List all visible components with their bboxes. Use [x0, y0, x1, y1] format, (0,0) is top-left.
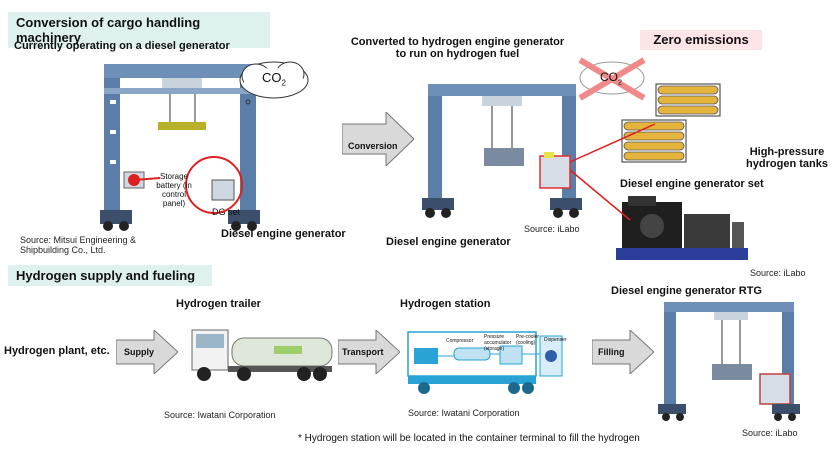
- left-caption: Currently operating on a diesel generato…: [14, 40, 230, 52]
- filling-arrow: [592, 330, 654, 374]
- genset-label: Diesel engine generator set: [620, 178, 764, 190]
- section2-heading: Hydrogen supply and fueling: [8, 265, 212, 286]
- footnote: * Hydrogen station will be located in th…: [298, 433, 640, 444]
- hydrogen-tanks-image: [621, 83, 721, 163]
- co2-cloud-icon: [239, 61, 309, 105]
- converted-caption: Converted to hydrogen engine generator t…: [350, 36, 565, 60]
- supply-label: Supply: [124, 347, 155, 357]
- filling-label: Filling: [598, 347, 625, 357]
- station-part-compressor: Compressor: [446, 338, 474, 344]
- source-mitsui: Source: Mitsui Engineering & Shipbuildin…: [20, 235, 137, 255]
- rtg-crane-hydrogen: [422, 84, 582, 218]
- conversion-label: Conversion: [348, 141, 398, 151]
- source-ilabo-1: Source: iLabo: [524, 224, 580, 234]
- hydrogen-trailer-image: [191, 329, 333, 381]
- hydrogen-plant-label: Hydrogen plant, etc.: [4, 345, 110, 357]
- diesel-engine-generator-mid: Diesel engine generator: [386, 236, 511, 248]
- pointer-lines: [569, 123, 656, 221]
- rtg-label: Diesel engine generator RTG: [611, 285, 762, 297]
- supply-arrow: [116, 330, 178, 374]
- station-part-dispenser: Dispenser: [544, 337, 567, 343]
- transport-label: Transport: [342, 347, 384, 357]
- storage-battery-label: Storage battery (in control panel): [156, 172, 192, 208]
- rtg-crane-diesel: [100, 64, 260, 231]
- high-pressure-tanks-label: High-pressure hydrogen tanks: [746, 146, 828, 170]
- hydrogen-trailer-label: Hydrogen trailer: [176, 298, 261, 310]
- co2-text-right: CO2: [600, 70, 622, 87]
- station-part-accumulator: Pressure accumulator (storage): [484, 334, 512, 352]
- conversion-arrow: [342, 112, 414, 166]
- co2-text-left: CO2: [262, 70, 286, 88]
- source-iwatani-1: Source: Iwatani Corporation: [164, 410, 276, 420]
- source-ilabo-2: Source: iLabo: [750, 268, 806, 278]
- section1-heading: Conversion of cargo handling machinery: [8, 12, 270, 48]
- hydrogen-station-diagram: [407, 331, 563, 394]
- co2-crossed-cloud-icon: [578, 57, 646, 101]
- source-iwatani-2: Source: Iwatani Corporation: [408, 408, 520, 418]
- diesel-engine-generator-left: Diesel engine generator: [221, 228, 346, 240]
- diesel-genset-image: [616, 196, 748, 260]
- transport-arrow: [338, 330, 400, 374]
- dg-set-label: DG set: [212, 207, 241, 217]
- rtg-crane-bottom: [658, 302, 800, 421]
- hydrogen-station-label: Hydrogen station: [400, 298, 491, 310]
- zero-emissions-badge: Zero emissions: [640, 30, 762, 50]
- station-part-precooler: Pre-cooler (cooling): [516, 334, 540, 346]
- source-ilabo-3: Source: iLabo: [742, 428, 798, 438]
